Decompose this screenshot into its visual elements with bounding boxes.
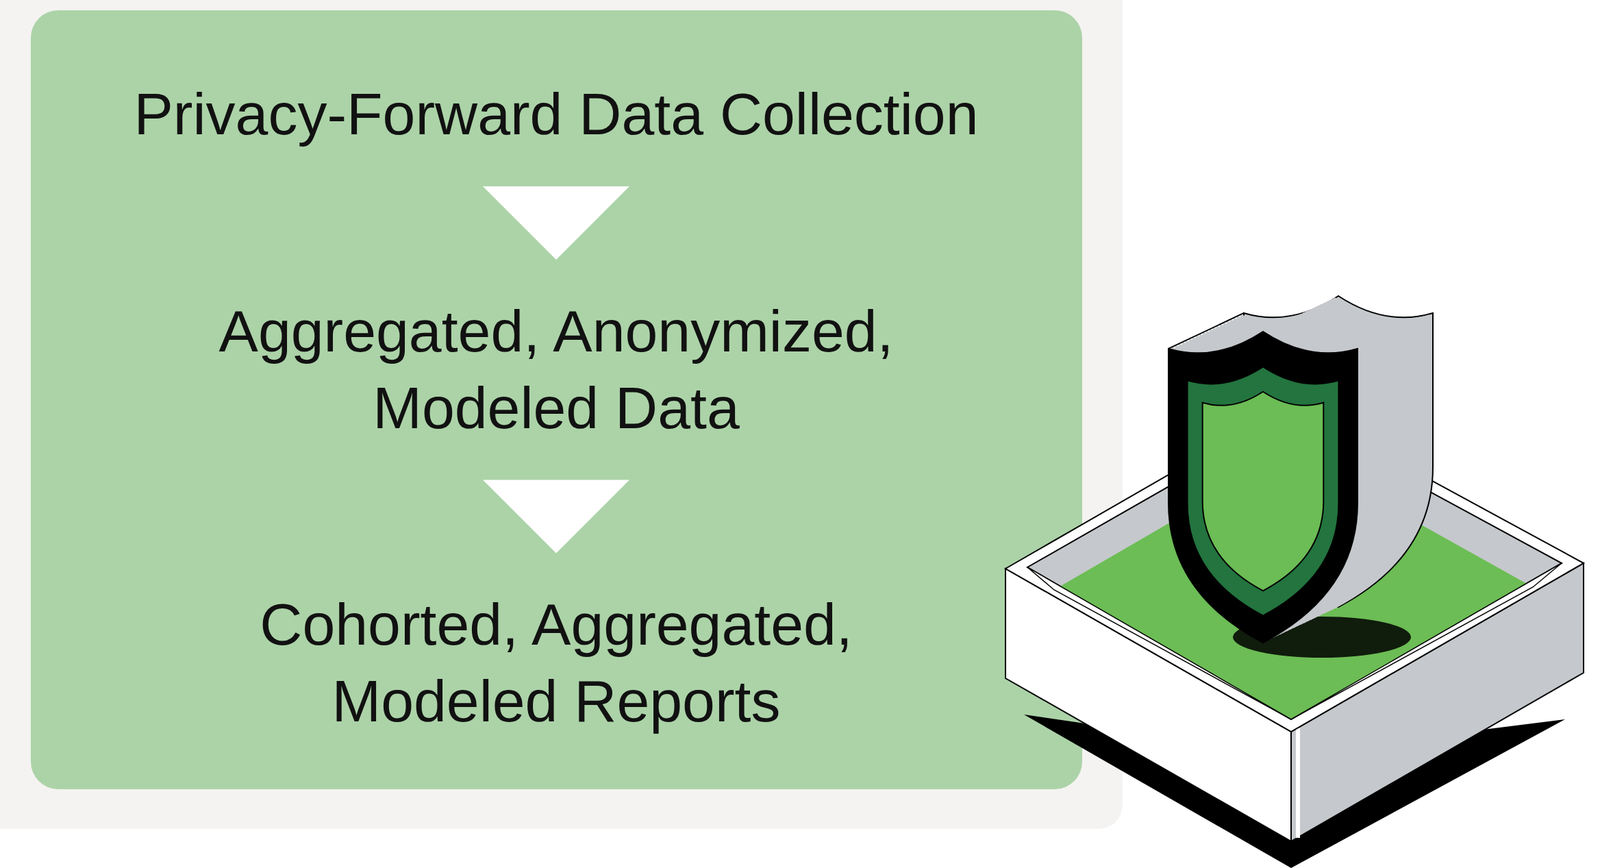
flow-arrow xyxy=(482,186,630,260)
step-label: Cohorted, Aggregated, Modeled Reports xyxy=(169,586,944,740)
flow-step: Aggregated, Anonymized, Modeled Data xyxy=(162,289,950,451)
shield-core xyxy=(1202,391,1324,592)
shield-illustration xyxy=(1168,295,1433,658)
flow-arrow xyxy=(482,480,630,554)
shield-inner xyxy=(1187,366,1340,616)
background-panel xyxy=(0,0,1123,829)
flow-panel xyxy=(30,10,1083,790)
flow-step: Cohorted, Aggregated, Modeled Reports xyxy=(162,582,950,744)
shield-edge xyxy=(1168,313,1244,349)
tray-edge-highlight xyxy=(1295,728,1300,838)
flow-step: Privacy-Forward Data Collection xyxy=(42,71,1070,157)
shield-face xyxy=(1168,331,1358,643)
step-label: Aggregated, Anonymized, Modeled Data xyxy=(169,293,944,447)
step-label: Privacy-Forward Data Collection xyxy=(49,76,1064,153)
